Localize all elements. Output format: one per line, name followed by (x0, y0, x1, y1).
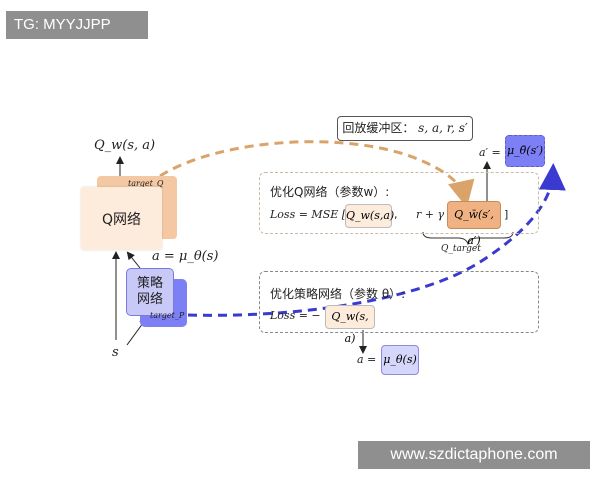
q-reward-term: r + γ (416, 208, 445, 221)
q-network-label: Q网络 (101, 211, 142, 228)
q-output-label: Q_w(s, a) (94, 138, 156, 153)
target-q-copy-arrow (159, 140, 475, 208)
target-q-label: target_Q (128, 179, 164, 188)
policy-q-term: Q_w(s, a) (325, 305, 375, 345)
policy-network-label-1: 策略 (136, 276, 163, 291)
q-panel-title: 优化Q网络（参数w）: (270, 185, 390, 199)
policy-optimization-panel (259, 271, 539, 333)
policy-network-box: 策略 网络 (126, 268, 174, 316)
target-action-label: a′ = (479, 146, 501, 159)
q-target-label: Q_target (441, 244, 481, 254)
replay-buffer-label: 回放缓冲区： (342, 121, 415, 135)
watermark-bottom: www.szdictaphone.com (358, 441, 590, 469)
q-term: Q_w(s,a) (345, 204, 394, 228)
target-policy-label: target_P (150, 311, 185, 320)
policy-panel-title: 优化策略网络（参数 θ）: (270, 287, 406, 301)
q-loss-comma: , (394, 208, 398, 221)
q-target-brace (422, 231, 514, 246)
replay-buffer-items: s, a, r, s′ (418, 121, 468, 135)
q-network-box: Q网络 (81, 187, 162, 250)
q-optimization-panel (259, 172, 539, 234)
state-label: s (112, 345, 119, 360)
q-loss-lhs: Loss = MSE [ (270, 208, 347, 221)
replay-buffer-box: 回放缓冲区： s, a, r, s′ (337, 116, 473, 141)
policy-network-label-2: 网络 (136, 292, 163, 307)
q-loss-bracket-close: ] (504, 208, 509, 221)
watermark-top: TG: MYYJJPP (6, 11, 148, 39)
policy-action-label: a = (357, 353, 377, 366)
target-policy-copy-arrow (187, 163, 566, 317)
target-action-term: μ_θ̄(s′) (505, 135, 545, 167)
policy-to-q-arrow (126, 251, 141, 269)
q-target-term: Q_w̄(s′, a′) (447, 201, 501, 247)
action-equation: a = μ_θ(s) (152, 249, 219, 264)
policy-action-term: μ_θ(s) (381, 345, 419, 375)
policy-loss-lhs: Loss = − (270, 309, 321, 322)
